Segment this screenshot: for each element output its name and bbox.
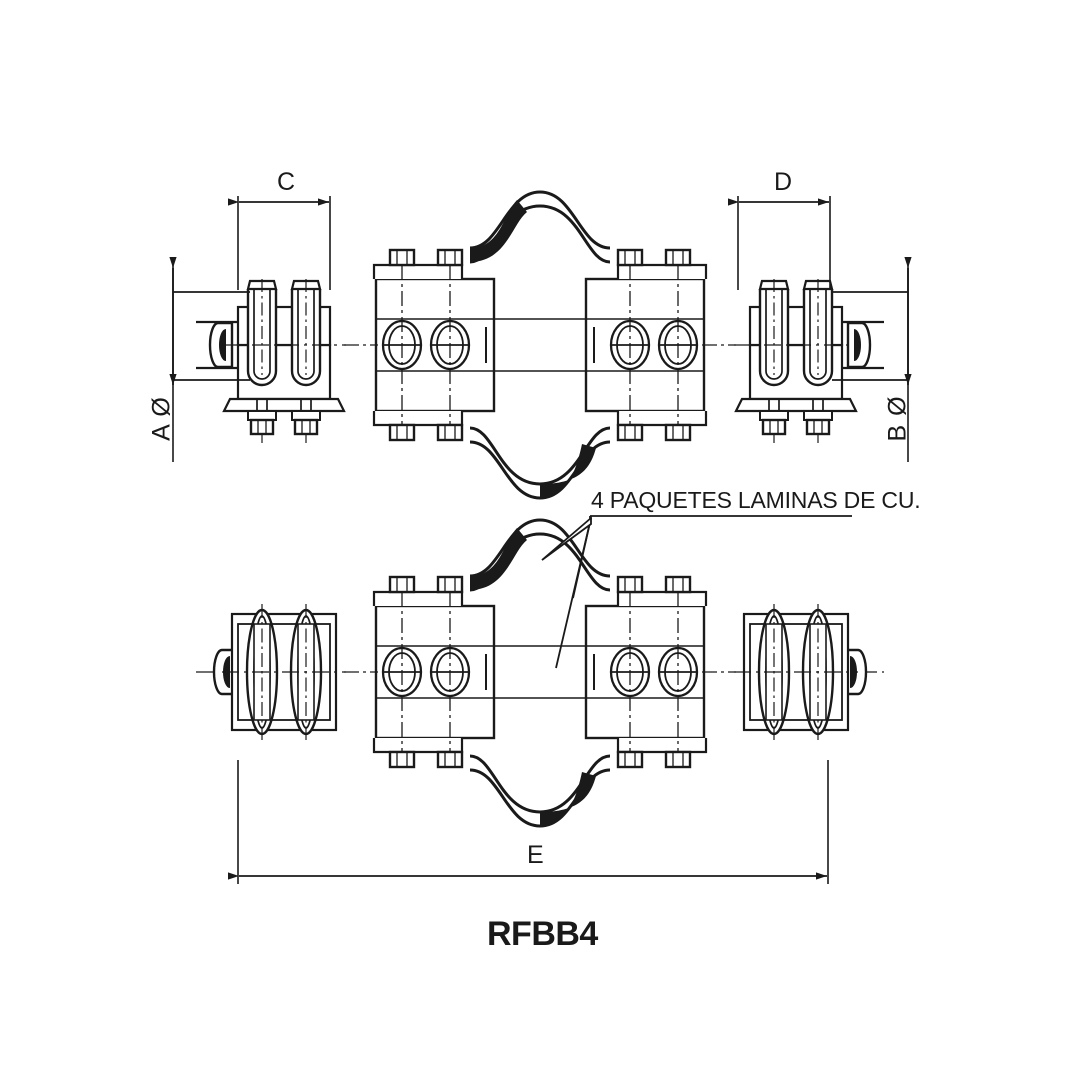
note-leader-lines	[541, 515, 852, 669]
dimension-label-c: C	[277, 168, 296, 196]
side-elevation-view	[196, 190, 884, 500]
dimension-e	[228, 760, 829, 884]
dimension-label-d: D	[774, 168, 793, 196]
dimension-a-diameter	[169, 257, 250, 462]
note-copper-laminate-packets: 4 PAQUETES LAMINAS DE CU.	[591, 487, 921, 513]
dimension-label-b-diameter: B Ø	[883, 395, 912, 442]
u-bolt-clamp-left-elevation	[220, 277, 348, 447]
central-clamp-body-elevation	[372, 248, 708, 442]
part-title: RFBB4	[487, 915, 598, 953]
copper-laminate-flexible-loop-plan	[469, 518, 611, 828]
u-bolt-clamp-left-plan	[220, 602, 348, 742]
dimension-label-a-diameter: A Ø	[147, 396, 176, 441]
u-bolt-clamp-right-elevation	[732, 277, 860, 447]
dimension-c	[228, 196, 331, 290]
dimension-b-diameter	[832, 257, 912, 462]
central-clamp-body-plan	[372, 575, 708, 769]
dimension-d	[728, 196, 831, 290]
u-bolt-clamp-right-plan	[732, 602, 860, 742]
copper-laminate-flexible-loop-elevation	[469, 190, 611, 500]
dimension-label-e: E	[527, 841, 545, 869]
plan-view	[196, 518, 884, 828]
